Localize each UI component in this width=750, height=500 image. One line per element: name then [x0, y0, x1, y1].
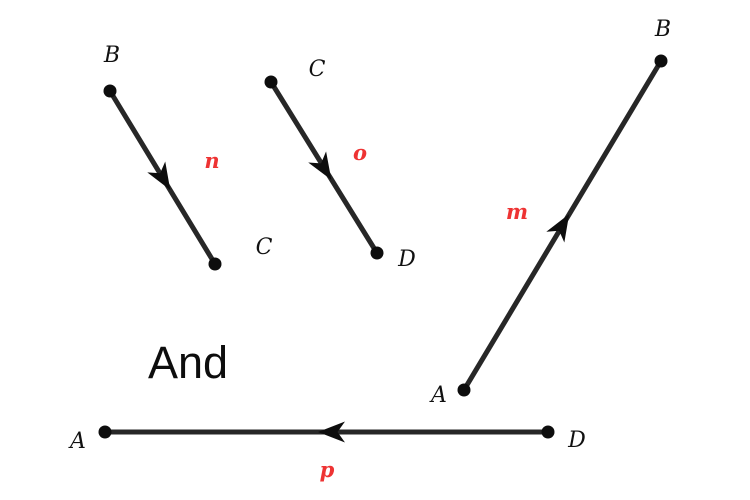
endpoint-dot-D	[541, 425, 555, 439]
point-label-D: D	[567, 428, 586, 453]
arrowhead-icon	[318, 421, 345, 443]
point-label-B: B	[103, 43, 120, 68]
endpoint-dot-A	[98, 425, 112, 439]
point-label-C: C	[256, 235, 273, 260]
point-label-D: D	[397, 247, 416, 272]
endpoint-dot-A	[457, 383, 471, 397]
point-label-C: C	[309, 57, 326, 82]
point-label-A: A	[68, 429, 86, 454]
point-label-A: A	[429, 383, 447, 408]
point-label-B: B	[654, 17, 671, 42]
segment-label-p: p	[320, 457, 335, 482]
endpoint-dot-B	[103, 84, 117, 98]
arrowhead-icon	[147, 161, 171, 190]
arrowhead-icon	[546, 213, 570, 243]
arrowhead-icon	[308, 151, 332, 180]
endpoint-dot-C	[208, 257, 222, 271]
segment-label-m: m	[506, 199, 528, 224]
endpoint-dot-D	[370, 246, 384, 260]
segment-n: B C n	[103, 43, 273, 271]
endpoint-dot-B	[654, 54, 668, 68]
segment-o: C D o	[264, 57, 416, 272]
segment-label-o: o	[353, 140, 367, 165]
segment-label-n: n	[204, 148, 219, 173]
segment-p: A D p	[68, 421, 586, 482]
segment-m: A B m	[429, 17, 671, 408]
endpoint-dot-C	[264, 75, 278, 89]
connector-word: And	[148, 337, 228, 388]
